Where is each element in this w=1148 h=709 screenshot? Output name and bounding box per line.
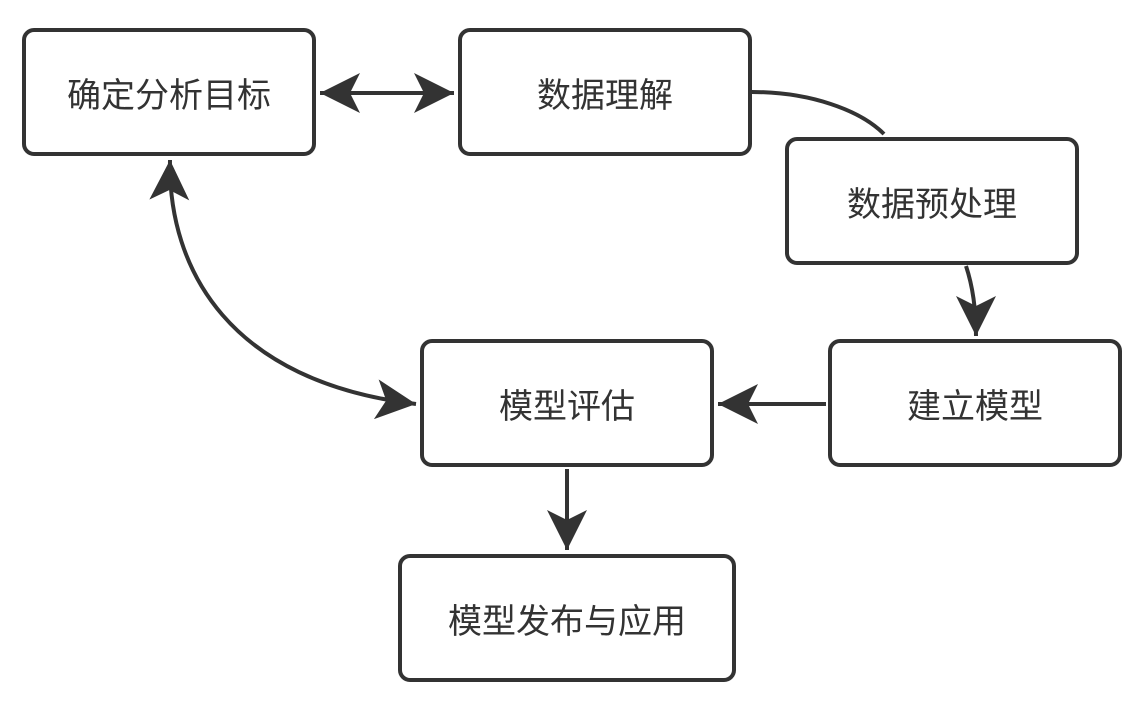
node-model-deployment: 模型发布与应用 [398,554,736,682]
node-data-understanding-label: 数据理解 [537,75,673,116]
node-data-preprocessing: 数据预处理 [785,137,1079,265]
node-data-understanding: 数据理解 [458,28,752,156]
connector-data-prep [751,90,886,136]
node-define-goal: 确定分析目标 [22,28,316,156]
connector-prep-model [955,265,996,337]
node-build-model-label: 建立模型 [907,386,1043,427]
node-model-deployment-label: 模型发布与应用 [448,601,686,642]
connector-eval-goal [149,159,417,420]
node-data-preprocessing-label: 数据预处理 [847,184,1017,225]
node-model-evaluation-label: 模型评估 [499,386,635,427]
node-define-goal-label: 确定分析目标 [67,75,271,116]
node-model-evaluation: 模型评估 [420,339,714,467]
node-build-model: 建立模型 [828,339,1122,467]
